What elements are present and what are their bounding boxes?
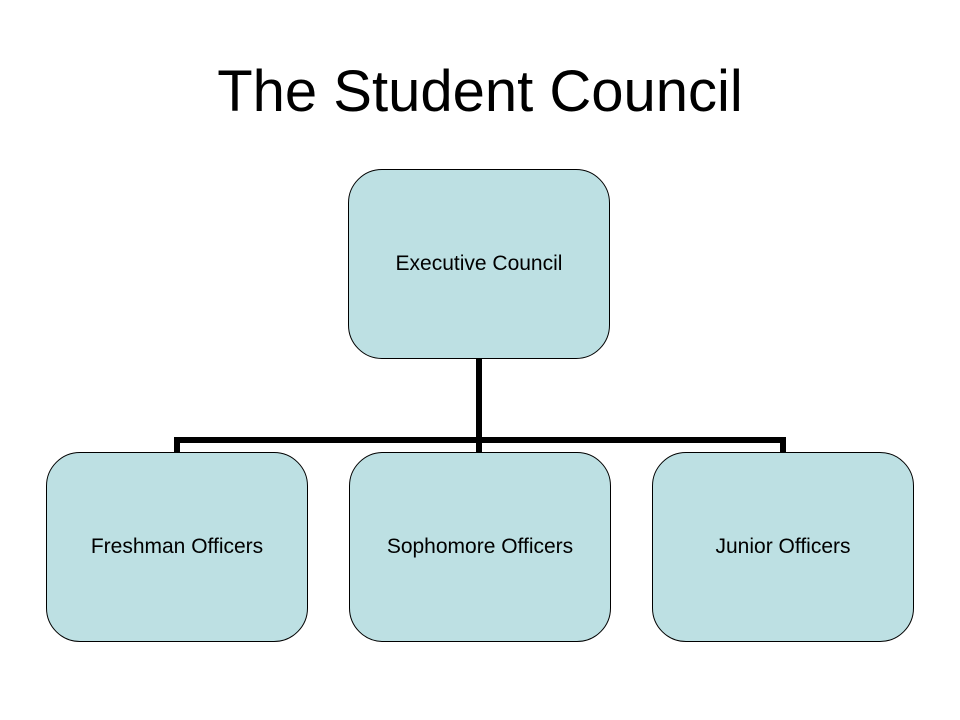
- junior-officers-box: Junior Officers: [652, 452, 914, 642]
- freshman-officers-label: Freshman Officers: [90, 535, 264, 558]
- freshman-officers-box: Freshman Officers: [46, 452, 308, 642]
- junior-officers-label: Junior Officers: [715, 535, 851, 558]
- sophomore-officers-box: Sophomore Officers: [349, 452, 611, 642]
- slide-title: The Student Council: [217, 59, 743, 124]
- executive-council-label: Executive Council: [395, 252, 563, 275]
- executive-council-box: Executive Council: [348, 169, 610, 359]
- sophomore-officers-label: Sophomore Officers: [386, 535, 574, 558]
